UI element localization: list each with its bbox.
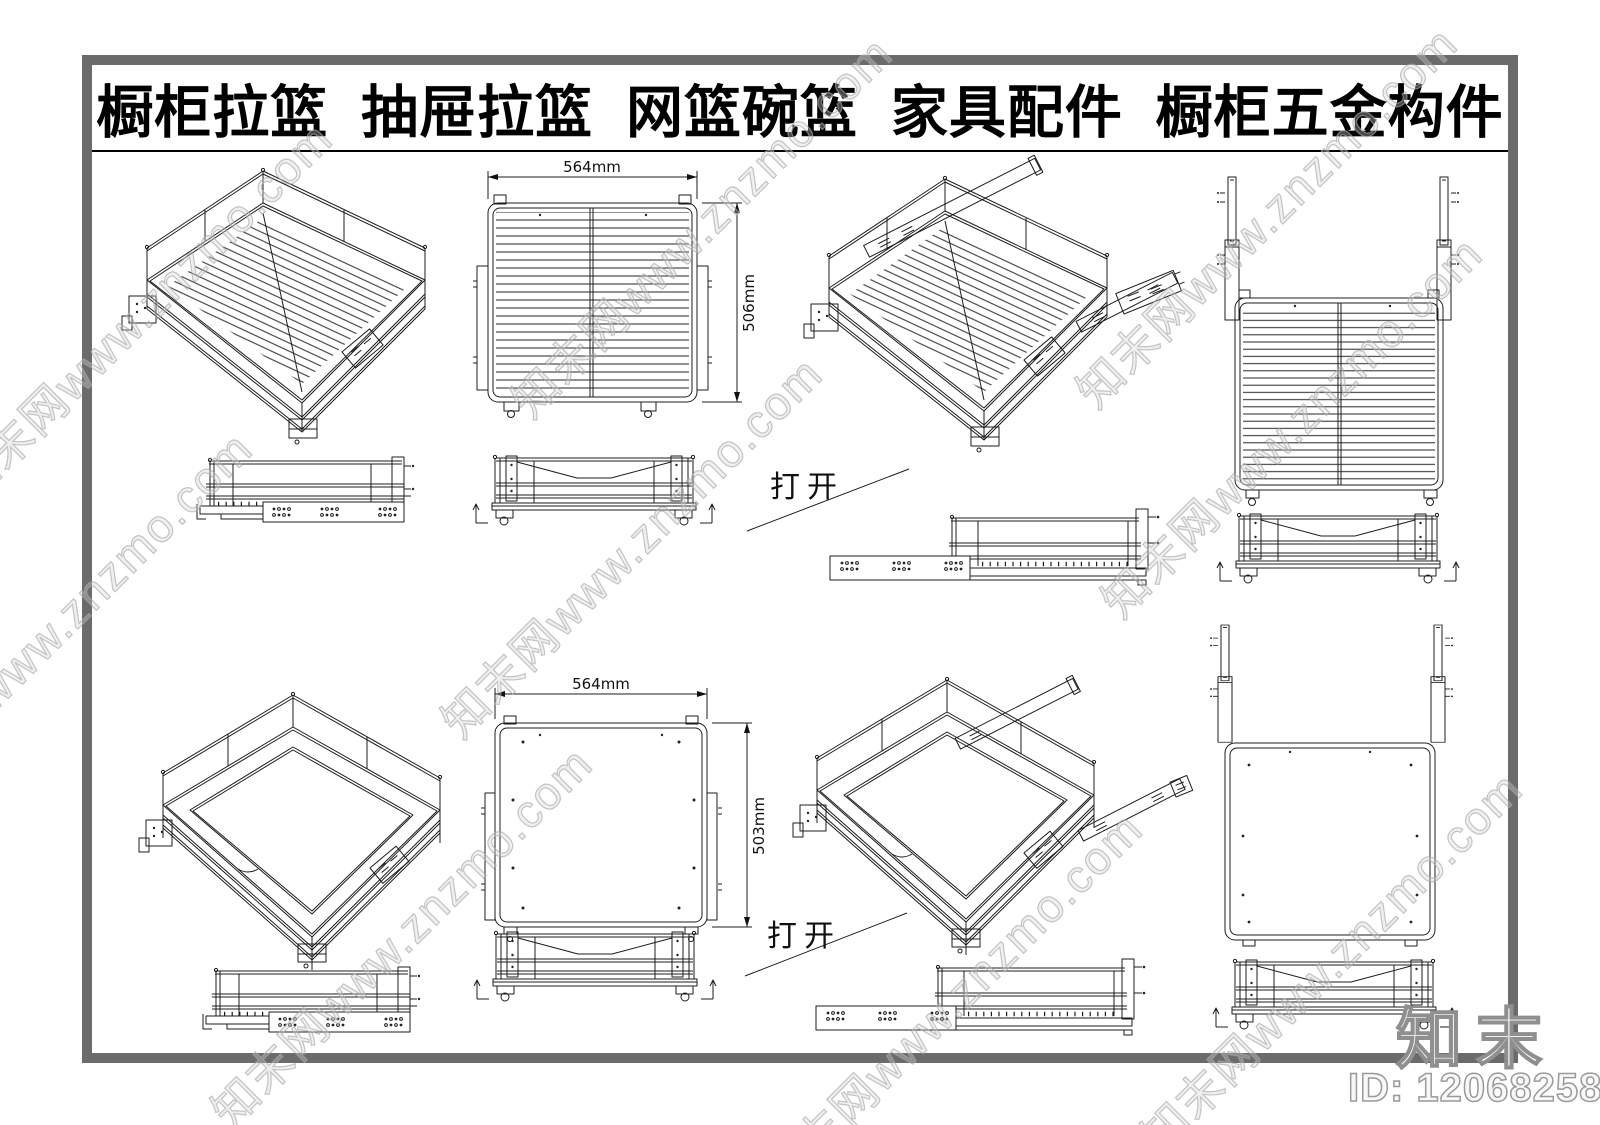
iso-view-wire-basket-open bbox=[803, 154, 1179, 453]
side-view-solid-basket-slide bbox=[203, 967, 420, 1032]
plan-view-wire-basket bbox=[473, 194, 712, 418]
dim-label-564-top: 564mm bbox=[563, 158, 621, 176]
plan-view-wire-basket-rails bbox=[1216, 176, 1460, 506]
dim-solid-width: 564mm bbox=[494, 675, 708, 719]
dim-label-503: 503mm bbox=[750, 797, 768, 855]
sheet-border-frame bbox=[82, 55, 1518, 1063]
dim-wire-width: 564mm bbox=[487, 158, 698, 199]
side-view-wire-basket-slide bbox=[196, 456, 415, 523]
open-annotation-bottom: 打开 bbox=[744, 912, 908, 977]
mount-bracket-bottom bbox=[1169, 774, 1194, 798]
dim-wire-height: 506mm bbox=[702, 202, 758, 403]
iso-view-solid-basket bbox=[138, 691, 443, 970]
side-view-wire-basket-open bbox=[829, 508, 1160, 586]
mount-bracket-top bbox=[1115, 269, 1185, 315]
plan-view-solid-basket-rails bbox=[1209, 624, 1454, 947]
sheet-title: 橱柜拉篮 抽屉拉篮 网篮碗篮 家具配件 橱柜五金构件 bbox=[92, 65, 1508, 152]
open-label-top: 打开 bbox=[770, 470, 844, 505]
front-view-solid-basket-right bbox=[1212, 958, 1456, 1030]
open-label-bottom: 打开 bbox=[767, 919, 841, 954]
side-view-solid-basket-open bbox=[816, 959, 1145, 1035]
front-view-wire-basket-right bbox=[1216, 512, 1460, 584]
dim-label-506: 506mm bbox=[740, 274, 758, 332]
open-annotation-top: 打开 bbox=[746, 468, 910, 532]
plan-view-solid-basket bbox=[481, 715, 722, 942]
front-view-wire-basket bbox=[472, 454, 716, 526]
dim-solid-height: 503mm bbox=[712, 722, 768, 928]
iso-view-wire-basket bbox=[121, 167, 428, 445]
dim-label-564-bottom: 564mm bbox=[572, 675, 630, 693]
iso-view-solid-basket-open bbox=[792, 674, 1186, 956]
